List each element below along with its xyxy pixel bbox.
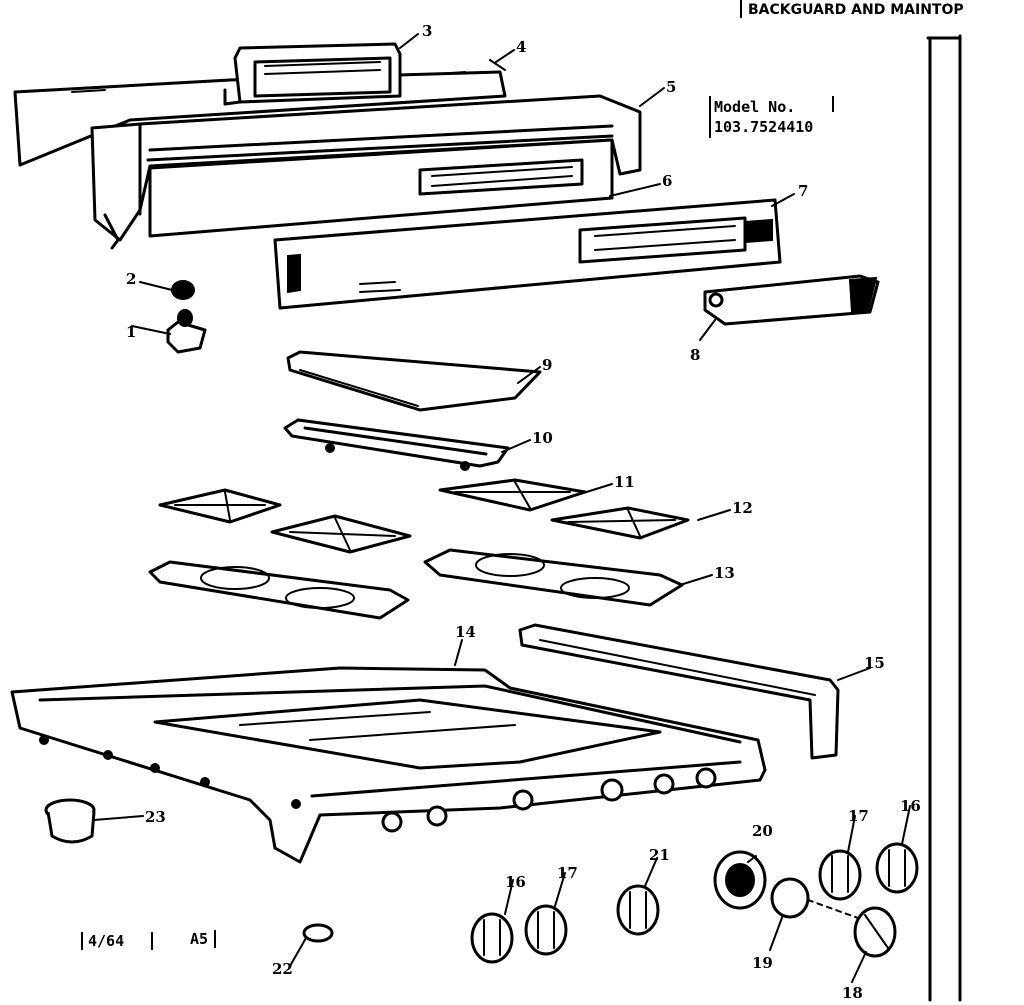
callout-8: 8 <box>690 346 700 364</box>
part-control-panel <box>273 198 782 310</box>
callout-11: 11 <box>614 473 635 491</box>
callout-19: 19 <box>752 954 773 972</box>
callout-20: 20 <box>752 822 773 840</box>
callout-7: 7 <box>798 182 808 200</box>
callout-3: 3 <box>422 22 432 40</box>
callout-12: 12 <box>732 499 753 517</box>
part-maintop <box>10 666 767 864</box>
model-box: Model No. 103.7524410 <box>709 96 834 138</box>
callout-21: 21 <box>649 846 670 864</box>
callouts: 1 2 3 4 5 6 7 8 9 10 11 12 13 14 15 16 1… <box>126 22 921 1002</box>
callout-17: 17 <box>557 864 578 882</box>
part-grates <box>158 478 690 554</box>
leader-lines <box>93 33 911 983</box>
callout-10: 10 <box>532 429 553 447</box>
callout-9: 9 <box>542 356 552 374</box>
callout-16-right: 16 <box>900 797 921 815</box>
part-cover <box>286 350 542 412</box>
part-end-trim <box>703 274 880 326</box>
page-border <box>926 34 962 1002</box>
callout-2: 2 <box>126 270 136 288</box>
part-burner-tops <box>148 548 684 620</box>
callout-17-right: 17 <box>848 807 869 825</box>
part-frame <box>283 418 510 471</box>
callout-22: 22 <box>272 960 293 978</box>
page-code: A5 <box>190 930 208 948</box>
callout-6: 6 <box>662 172 672 190</box>
callout-15: 15 <box>864 654 885 672</box>
callout-1: 1 <box>126 323 136 341</box>
header: BACKGUARD AND MAINTOP <box>740 0 964 18</box>
part-knobs <box>470 842 919 964</box>
callout-23: 23 <box>145 808 166 826</box>
footer: 4/64 A5 <box>81 930 216 950</box>
callout-14: 14 <box>455 623 476 641</box>
part-clock-housing <box>223 42 402 106</box>
header-title: BACKGUARD AND MAINTOP <box>748 2 964 18</box>
callout-16: 16 <box>505 873 526 891</box>
part-side-rail <box>518 623 840 760</box>
callout-18: 18 <box>842 984 863 1002</box>
callout-4: 4 <box>516 38 526 56</box>
model-number: 103.7524410 <box>714 118 813 136</box>
part-burner-cap <box>44 798 96 844</box>
part-clip <box>302 923 334 943</box>
part-trim <box>148 138 614 238</box>
part-grommet <box>171 280 195 300</box>
callout-13: 13 <box>714 564 735 582</box>
part-backguard <box>90 94 642 250</box>
date-code: 4/64 <box>88 932 124 950</box>
callout-5: 5 <box>666 78 676 96</box>
model-label: Model No. <box>714 98 795 116</box>
part-valve <box>166 309 207 354</box>
